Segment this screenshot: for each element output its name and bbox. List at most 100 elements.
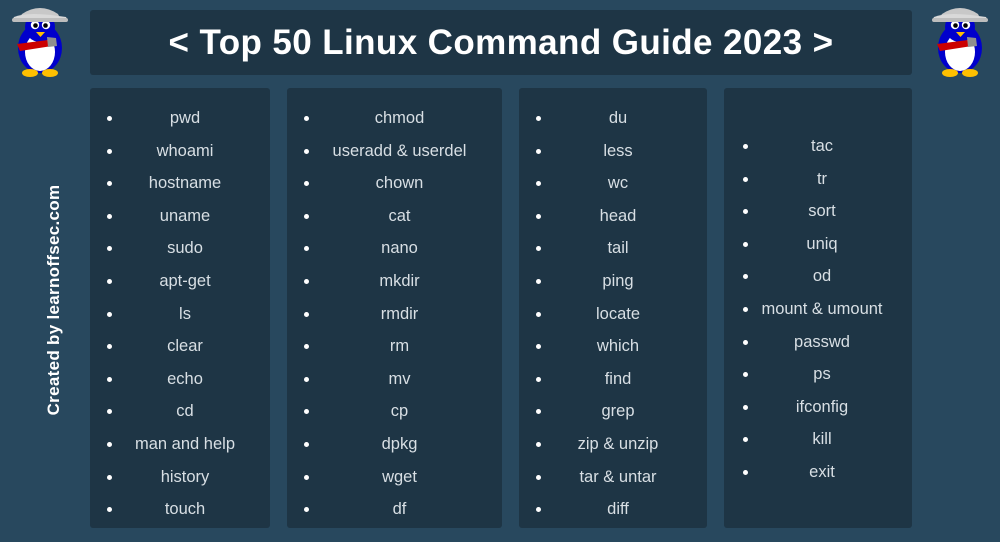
- command-list-item: tail: [525, 232, 701, 265]
- command-list-item: rmdir: [293, 298, 496, 331]
- command-list-item: sudo: [96, 232, 264, 265]
- command-name: touch: [164, 500, 206, 519]
- tux-penguin-icon-right: [920, 0, 1000, 80]
- command-list-item: od: [730, 260, 906, 293]
- bullet-icon: [293, 265, 319, 298]
- command-list-item: less: [525, 135, 701, 168]
- command-list-item: cd: [96, 395, 264, 428]
- command-name: sudo: [167, 239, 203, 258]
- bullet-icon: [96, 265, 122, 298]
- command-list-item: mkdir: [293, 265, 496, 298]
- bullet-icon: [293, 330, 319, 363]
- bullet-icon: [730, 130, 760, 163]
- bullet-icon: [96, 200, 122, 233]
- command-name: cp: [390, 402, 409, 421]
- command-list-item: clear: [96, 330, 264, 363]
- bullet-icon: [293, 395, 319, 428]
- command-list-item: wc: [525, 167, 701, 200]
- command-name: sort: [808, 202, 836, 221]
- command-name: locate: [595, 304, 641, 323]
- bullet-icon: [525, 395, 551, 428]
- command-list-item: zip & unzip: [525, 428, 701, 461]
- bullet-icon: [293, 493, 319, 526]
- command-list-item: diff: [525, 493, 701, 526]
- command-list-item: mount & umount: [730, 293, 906, 326]
- command-list-item: tr: [730, 163, 906, 196]
- command-list-item: mv: [293, 363, 496, 396]
- bullet-icon: [730, 260, 760, 293]
- bullet-icon: [525, 363, 551, 396]
- command-list-item: kill: [730, 423, 906, 456]
- bullet-icon: [293, 461, 319, 494]
- command-name: grep: [601, 402, 635, 421]
- command-name: clear: [167, 337, 203, 356]
- bullet-icon: [96, 330, 122, 363]
- command-name: wget: [382, 467, 417, 486]
- command-name: tac: [810, 137, 833, 155]
- bullet-icon: [525, 200, 551, 233]
- bullet-icon: [525, 493, 551, 526]
- command-name: history: [160, 467, 210, 486]
- command-name: mount & umount: [761, 299, 883, 318]
- bullet-icon: [525, 265, 551, 298]
- command-name: ping: [602, 271, 634, 290]
- command-name: head: [599, 206, 637, 225]
- bullet-icon: [96, 232, 122, 265]
- command-list-item: pwd: [96, 102, 264, 135]
- command-list-item: dpkg: [293, 428, 496, 461]
- command-name: tail: [607, 239, 629, 258]
- command-list-item: wget: [293, 461, 496, 494]
- bullet-icon: [96, 428, 122, 461]
- command-list-item: touch: [96, 493, 264, 526]
- bullet-icon: [293, 200, 319, 233]
- command-name: chown: [375, 174, 424, 193]
- bullet-icon: [293, 428, 319, 461]
- bullet-icon: [96, 395, 122, 428]
- command-name: diff: [607, 500, 629, 519]
- bullet-icon: [730, 326, 760, 359]
- credit-watermark: Created by learnoffsec.com: [44, 184, 63, 416]
- command-list-item: echo: [96, 363, 264, 396]
- command-list-item: ps: [730, 358, 906, 391]
- command-list-item: locate: [525, 298, 701, 331]
- command-name: rmdir: [380, 304, 419, 323]
- bullet-icon: [730, 163, 760, 196]
- command-list-item: uniq: [730, 228, 906, 261]
- command-list-item: ifconfig: [730, 391, 906, 424]
- command-name: find: [604, 369, 632, 388]
- bullet-icon: [96, 135, 122, 168]
- bullet-icon: [730, 195, 760, 228]
- command-list-item: man and help: [96, 428, 264, 461]
- bullet-icon: [293, 167, 319, 200]
- command-list-item: apt-get: [96, 265, 264, 298]
- command-name: od: [812, 267, 832, 286]
- command-list-item: exit: [730, 456, 906, 489]
- penguin-svg: [932, 8, 988, 77]
- bullet-icon: [730, 293, 760, 326]
- bullet-icon: [730, 391, 760, 424]
- command-list-item: find: [525, 363, 701, 396]
- command-list-item: history: [96, 461, 264, 494]
- command-name: tr: [816, 169, 828, 188]
- command-name: ls: [179, 304, 191, 323]
- command-name: rm: [389, 337, 410, 356]
- command-list-item: whoami: [96, 135, 264, 168]
- command-name: chmod: [374, 109, 425, 127]
- bullet-icon: [293, 298, 319, 331]
- command-list-item: grep: [525, 395, 701, 428]
- bullet-icon: [730, 358, 760, 391]
- bullet-icon: [96, 461, 122, 494]
- command-name: kill: [812, 430, 832, 449]
- command-name: passwd: [794, 332, 850, 351]
- command-name: wc: [607, 174, 629, 193]
- command-name: cd: [176, 402, 194, 421]
- command-name: mv: [388, 369, 411, 388]
- command-list-item: passwd: [730, 326, 906, 359]
